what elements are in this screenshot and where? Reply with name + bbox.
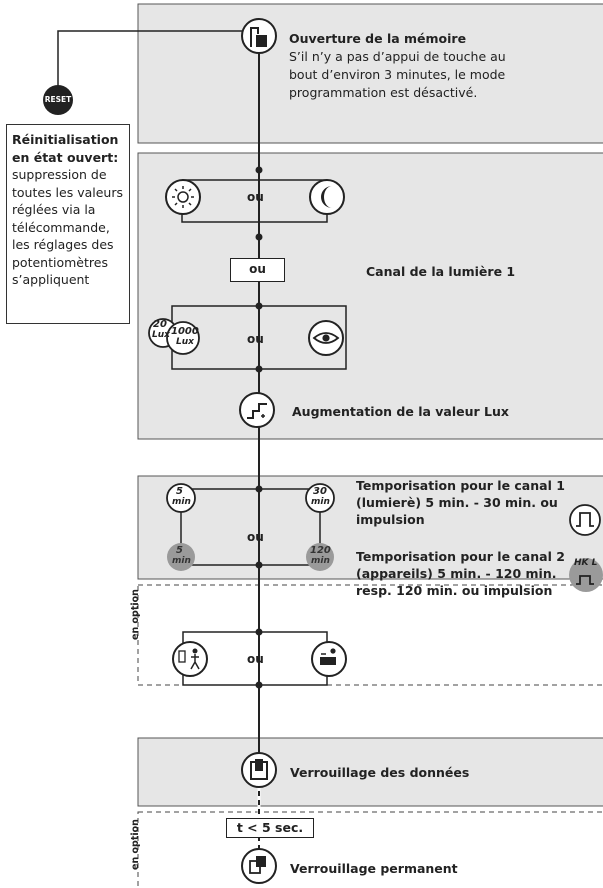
lux-low-value: 20	[153, 319, 167, 330]
data-lock-panel	[137, 737, 603, 807]
timer-unit: min	[311, 497, 330, 507]
presence-desk-icon	[311, 641, 347, 677]
timer-unit: min	[311, 556, 330, 566]
junction-dot	[255, 628, 263, 636]
data-lock-icon	[241, 752, 277, 788]
lux-increase-icon	[239, 392, 275, 428]
option-label: en option	[130, 819, 141, 870]
option-box-permanent	[137, 811, 603, 888]
memory-open-panel	[137, 3, 603, 144]
timer-ch1-min-value: 5	[176, 486, 183, 497]
time-condition-box: t < 5 sec.	[226, 818, 314, 838]
or-label: ou	[247, 652, 264, 666]
timer-ch1-max-icon	[305, 483, 335, 513]
lux-high-value: 1000	[171, 326, 199, 337]
data-lock-label: Verrouillage des données	[290, 765, 470, 780]
timer-ch2-min-icon	[167, 543, 195, 571]
timer-unit: min	[172, 497, 191, 507]
memory-open-title: Ouverture de la mémoire	[289, 31, 467, 46]
reset-note-title: Réinitialisation en état ouvert:	[12, 132, 119, 165]
sun-icon	[165, 179, 201, 215]
timer-ch1-text: Temporisation pour le canal 1 (lumierè) …	[356, 478, 565, 527]
eye-icon	[308, 320, 344, 356]
junction-dot	[255, 561, 263, 569]
lux-increase-label: Augmentation de la valeur Lux	[292, 404, 509, 419]
timer-panel	[137, 475, 603, 580]
or-label: ou	[247, 190, 264, 204]
reset-connector	[57, 30, 243, 95]
timer-ch1-max-value: 30	[313, 486, 327, 497]
hkl-impulse-icon	[569, 558, 603, 592]
lux-high-unit: Lux	[176, 337, 194, 347]
impulse-icon	[569, 504, 601, 536]
junction-dot	[255, 166, 263, 174]
timer-ch2-max-value: 120	[310, 545, 331, 556]
memory-open-body: S’il n’y a pas d’appui de touche au bout…	[289, 49, 506, 100]
or-label: ou	[247, 332, 264, 346]
channel1-panel	[137, 152, 603, 440]
option-box-presence	[137, 584, 603, 686]
reset-button[interactable]	[43, 85, 73, 115]
memory-open-icon	[241, 18, 277, 54]
timer-ch2-max-icon	[306, 543, 334, 571]
timer-ch2-min-value: 5	[176, 545, 183, 556]
hkl-label: HK L	[574, 558, 598, 568]
reset-note: Réinitialisation en état ouvert: suppres…	[6, 124, 130, 324]
timer-ch1-min-icon	[166, 483, 196, 513]
reset-label[interactable]: RESET	[44, 95, 72, 104]
channel1-label: Canal de la lumière 1	[366, 264, 516, 279]
moon-icon	[309, 179, 345, 215]
lux-threshold-icon	[148, 318, 200, 355]
reset-note-body: suppression de toutes les valeurs réglée…	[12, 167, 123, 287]
permanent-lock-icon	[241, 848, 277, 884]
timer-unit: min	[172, 556, 191, 566]
presence-person-icon	[172, 641, 208, 677]
lux-low-unit: Lux	[152, 330, 170, 340]
timer-ch2-text: Temporisation pour le canal 2 (appareils…	[356, 549, 565, 598]
option-label: en option	[130, 589, 141, 640]
junction-dot	[255, 681, 263, 689]
junction-dot	[255, 485, 263, 493]
junction-dot	[255, 302, 263, 310]
junction-dot	[255, 233, 263, 241]
junction-dot	[255, 365, 263, 373]
or-label: ou	[247, 530, 264, 544]
permanent-lock-label: Verrouillage permanent	[290, 861, 458, 876]
or-box: ou	[230, 258, 285, 282]
